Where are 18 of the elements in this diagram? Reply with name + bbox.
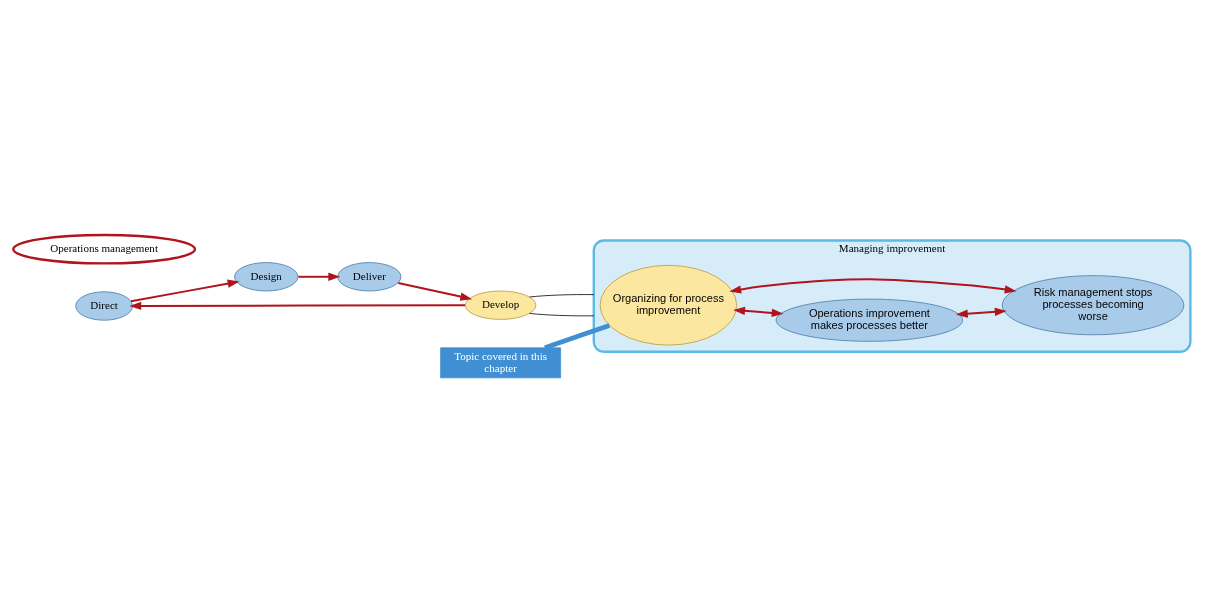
connector bbox=[529, 294, 595, 298]
node-ellipse: Deliver bbox=[337, 262, 402, 292]
arrow bbox=[297, 272, 341, 281]
arrow bbox=[130, 279, 240, 303]
arrow bbox=[729, 278, 1017, 294]
arrow bbox=[129, 301, 467, 311]
node-ellipse: Organizing for process improvement bbox=[599, 264, 738, 346]
node-ellipse: Operations management bbox=[12, 233, 197, 265]
node-box: Topic covered in this chapter bbox=[440, 347, 561, 379]
connector bbox=[544, 323, 611, 350]
node-ellipse: Operations improvement makes processes better bbox=[775, 298, 964, 342]
node-ellipse: Develop bbox=[464, 290, 537, 320]
arrow bbox=[955, 307, 1007, 318]
connector bbox=[529, 313, 595, 317]
node-ellipse: Design bbox=[234, 262, 299, 292]
arrow bbox=[733, 306, 784, 318]
node-ellipse: Direct bbox=[75, 291, 133, 321]
arrow bbox=[397, 281, 473, 301]
